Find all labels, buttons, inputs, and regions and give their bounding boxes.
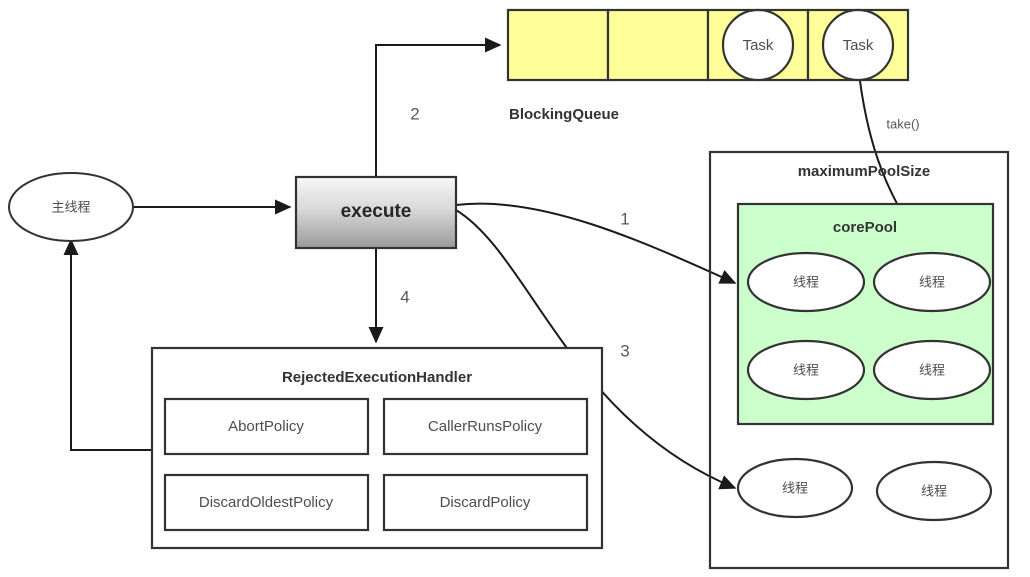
maximum-pool-size-box	[708, 150, 1010, 570]
edge-handler-to-main-thread	[63, 238, 152, 451]
edge-execute-to-blockingqueue	[375, 37, 502, 177]
core-pool-label: corePool	[833, 219, 897, 236]
queue-cell-0	[506, 8, 610, 82]
blocking-queue-title: BlockingQueue	[509, 106, 619, 123]
blocking-queue-group: Task Task BlockingQueue	[506, 8, 910, 123]
core-thread-label-3: 线程	[919, 364, 945, 379]
core-thread-label-1: 线程	[919, 276, 945, 291]
queue-task-label-0: Task	[743, 37, 774, 54]
execute-group: execute	[294, 175, 458, 250]
main-thread-ellipse	[8, 172, 134, 242]
policy-box-caller-runs[interactable]	[382, 397, 589, 456]
extra-thread-label-0: 线程	[782, 482, 808, 497]
policy-box-discard[interactable]	[382, 473, 589, 532]
policy-label-caller-runs: CallerRunsPolicy	[428, 418, 543, 435]
step-label-2: 2	[410, 104, 419, 123]
maximum-pool-size-label: maximumPoolSize	[798, 163, 931, 180]
rejected-execution-handler-title: RejectedExecutionHandler	[282, 369, 472, 386]
queue-task-label-1: Task	[843, 37, 874, 54]
core-thread-label-2: 线程	[793, 364, 819, 379]
policy-label-discard: DiscardPolicy	[440, 494, 531, 511]
policy-box-abort[interactable]	[163, 397, 370, 456]
step-label-4: 4	[400, 287, 409, 306]
edge-execute-to-extra-thread	[455, 209, 737, 490]
core-thread-ellipse-2	[746, 339, 866, 401]
policy-label-abort: AbortPolicy	[228, 418, 304, 435]
extra-thread-ellipse-0	[736, 457, 854, 519]
main-thread-group: 主线程	[8, 172, 134, 242]
extra-thread-ellipse-1	[875, 460, 993, 522]
queue-cell-1	[606, 8, 710, 82]
take-edge-label: take()	[886, 116, 919, 131]
queue-task-circle-1	[821, 8, 895, 82]
queue-task-circle-0	[721, 8, 795, 82]
core-thread-ellipse-1	[872, 251, 992, 313]
edge-execute-to-corepool-thread	[455, 202, 737, 284]
execute-box	[294, 175, 458, 250]
extra-thread-label-1: 线程	[921, 485, 947, 500]
policy-label-discard-oldest: DiscardOldestPolicy	[199, 494, 334, 511]
step-label-1: 1	[620, 209, 629, 228]
core-thread-ellipse-0	[746, 251, 866, 313]
maximum-pool-size-group: maximumPoolSize corePool 线程 线程 线程 线程 线程 …	[708, 150, 1010, 570]
rejected-execution-handler-group: RejectedExecutionHandler AbortPolicy Cal…	[150, 346, 604, 550]
step-label-3: 3	[620, 341, 629, 360]
core-thread-label-0: 线程	[793, 276, 819, 291]
core-thread-ellipse-3	[872, 339, 992, 401]
execute-label: execute	[341, 201, 412, 222]
main-thread-label: 主线程	[51, 201, 90, 216]
policy-box-discard-oldest[interactable]	[163, 473, 370, 532]
